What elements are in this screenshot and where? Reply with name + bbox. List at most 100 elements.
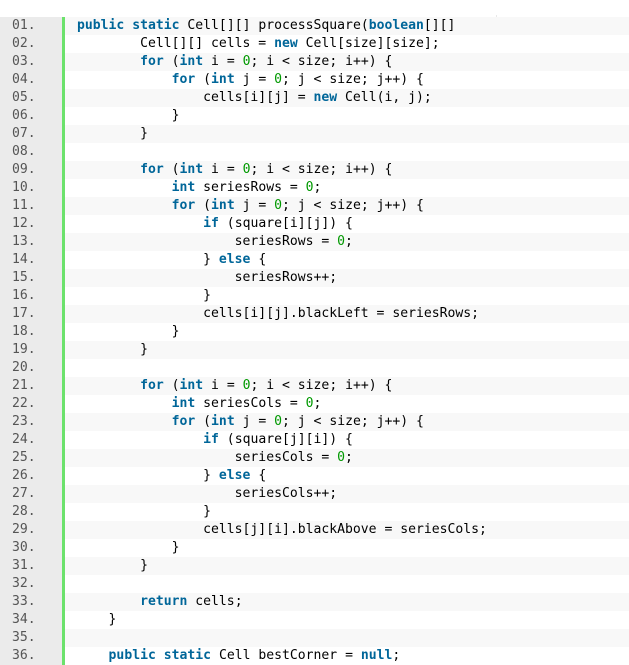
line-number: 29.	[0, 521, 65, 539]
line-number: 03.	[0, 53, 65, 71]
code-text: int seriesCols = 0;	[65, 395, 629, 413]
code-token: }	[77, 324, 180, 339]
code-text: }	[65, 539, 629, 557]
code-token: cells[i][j].blackLeft = seriesRows;	[77, 306, 480, 321]
code-text: public static Cell bestCorner = null;	[65, 647, 629, 665]
code-keyword: static	[163, 648, 212, 663]
code-token: seriesCols++;	[77, 486, 338, 501]
line-number: 27.	[0, 485, 65, 503]
line-number: 36.	[0, 647, 65, 665]
code-keyword: null	[360, 648, 393, 663]
code-number: 0	[337, 234, 346, 249]
code-token: (square[j][i]) {	[218, 432, 353, 447]
code-keyword: else	[218, 468, 251, 483]
line-number: 24.	[0, 431, 65, 449]
code-line: 26. } else {	[0, 467, 629, 485]
line-number: 12.	[0, 215, 65, 233]
code-keyword: int	[171, 180, 196, 195]
code-token	[77, 180, 172, 195]
code-token: }	[77, 252, 219, 267]
code-token: ; i < size; i++) {	[250, 378, 393, 393]
code-line: 16. }	[0, 287, 629, 305]
code-number: 0	[337, 450, 346, 465]
code-token: seriesRows =	[195, 180, 306, 195]
code-line: 01.public static Cell[][] processSquare(…	[0, 17, 629, 35]
code-token: seriesCols =	[77, 450, 338, 465]
code-line: 19. }	[0, 341, 629, 359]
code-token: seriesCols =	[195, 396, 306, 411]
code-token: }	[77, 612, 117, 627]
line-number: 20.	[0, 359, 65, 377]
code-number: 0	[274, 72, 283, 87]
line-number: 22.	[0, 395, 65, 413]
code-number: 0	[242, 54, 251, 69]
code-token: Cell bestCorner =	[211, 648, 361, 663]
code-token: }	[77, 126, 148, 141]
code-token	[77, 72, 172, 87]
code-token: {	[250, 468, 267, 483]
code-token: Cell[size][size];	[297, 36, 440, 51]
code-token: }	[77, 558, 148, 573]
code-text: }	[65, 125, 629, 143]
code-line: 32.	[0, 575, 629, 593]
code-text: }	[65, 557, 629, 575]
line-number: 07.	[0, 125, 65, 143]
code-text: for (int j = 0; j < size; j++) {	[65, 197, 629, 215]
code-text: cells[i][j] = new Cell(i, j);	[65, 89, 629, 107]
code-keyword: if	[203, 432, 219, 447]
line-number: 28.	[0, 503, 65, 521]
code-keyword: for	[140, 162, 164, 177]
code-token: ;	[313, 396, 322, 411]
code-token: seriesRows =	[77, 234, 338, 249]
code-number: 0	[274, 198, 283, 213]
code-line: 14. } else {	[0, 251, 629, 269]
code-token: (	[195, 198, 212, 213]
code-token: (	[195, 72, 212, 87]
code-token: Cell[][] processSquare(	[179, 18, 369, 33]
code-keyword: int	[171, 396, 196, 411]
code-line: 30. }	[0, 539, 629, 557]
code-text: int seriesRows = 0;	[65, 179, 629, 197]
code-line: 20.	[0, 359, 629, 377]
code-text	[65, 629, 629, 647]
code-line: 22. int seriesCols = 0;	[0, 395, 629, 413]
code-text: if (square[i][j]) {	[65, 215, 629, 233]
code-line: 03. for (int i = 0; i < size; i++) {	[0, 53, 629, 71]
code-token	[77, 648, 109, 663]
code-keyword: boolean	[368, 18, 424, 33]
code-line: 34. }	[0, 611, 629, 629]
line-number: 18.	[0, 323, 65, 341]
line-number: 19.	[0, 341, 65, 359]
code-line: 31. }	[0, 557, 629, 575]
line-number: 02.	[0, 35, 65, 53]
code-text: } else {	[65, 467, 629, 485]
code-text: }	[65, 503, 629, 521]
code-token: ; i < size; i++) {	[250, 162, 393, 177]
code-text: public static Cell[][] processSquare(boo…	[65, 17, 629, 35]
code-keyword: for	[140, 378, 164, 393]
code-keyword: new	[274, 36, 298, 51]
code-number: 0	[305, 180, 314, 195]
code-line: 07. }	[0, 125, 629, 143]
line-number: 33.	[0, 593, 65, 611]
code-token: }	[77, 540, 180, 555]
code-text	[65, 143, 629, 161]
code-keyword: for	[171, 72, 196, 87]
code-token: ; j < size; j++) {	[282, 72, 424, 87]
line-number: 32.	[0, 575, 65, 593]
code-token: seriesRows++;	[77, 270, 338, 285]
code-token	[77, 396, 172, 411]
code-number: 0	[242, 162, 251, 177]
code-line: 02. Cell[][] cells = new Cell[size][size…	[0, 35, 629, 53]
code-text: }	[65, 611, 629, 629]
code-text: }	[65, 107, 629, 125]
line-number: 10.	[0, 179, 65, 197]
code-keyword: int	[211, 198, 235, 213]
code-text: seriesCols = 0;	[65, 449, 629, 467]
code-keyword: public	[77, 18, 125, 33]
code-token: ;	[345, 450, 353, 465]
code-number: 0	[305, 396, 314, 411]
code-token: (	[195, 414, 212, 429]
code-token: cells;	[187, 594, 243, 609]
line-number: 04.	[0, 71, 65, 89]
